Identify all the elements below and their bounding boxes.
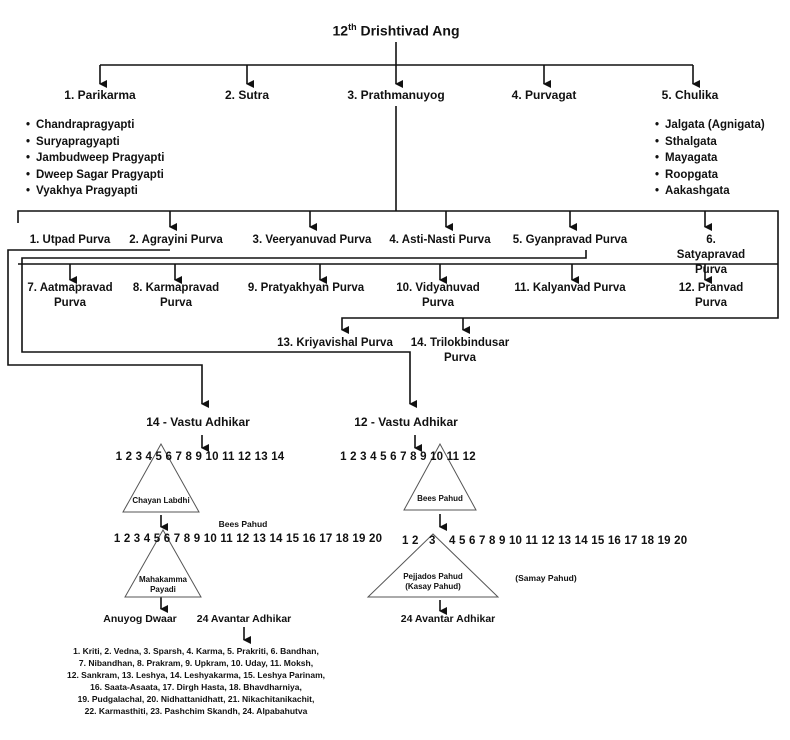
mahakamma-payadi-label: Mahakamma Payadi [138,575,188,594]
purva-12: 12. Pranvad Purva [678,282,744,309]
avantar-line: 7. Nibandhan, 8. Prakram, 9. Upkram, 10.… [78,658,314,668]
purva-14: 14. Trilokbindusar Purva [410,337,510,364]
chayan-labdhi-label: Chayan Labdhi [132,496,190,505]
list-item: Chandrapragyapti [26,117,165,134]
avantar-line: 16. Saata-Asaata, 17. Dirgh Hasta, 18. B… [90,682,302,692]
triangle-pejjados-pahud [366,533,500,598]
purva-3: 3. Veeryanuvad Purva [252,234,372,246]
pejjados-pahud-label: Pejjados Pahud (Kasay Pahud) [403,572,463,591]
purva-5: 5. Gyanpravad Purva [512,234,628,246]
purva-11: 11. Kalyanvad Purva [514,282,626,294]
right-avantar-heading: 24 Avantar Adhikar [400,613,496,625]
left-vastu-numbers: 1 2 3 4 5 6 7 8 9 10 11 12 13 14 [115,451,285,463]
list-item: Mayagata [655,150,765,167]
purva-8: 8. Karmapravad Purva [132,282,220,309]
branch-purvagat: 4. Purvagat [511,88,577,102]
purva-9: 9. Pratyakhyan Purva [247,282,365,294]
triangle-bees-pahud [403,442,477,511]
list-item: Aakashgata [655,183,765,200]
chulika-list: Jalgata (Agnigata) Sthalgata Mayagata Ro… [655,117,765,200]
purva-2: 2. Agrayini Purva [129,234,223,246]
gyanpravad-connector [21,250,587,408]
right-pahud-numbers-a: 1 2 [402,535,419,547]
list-item: Jambudweep Pragyapti [26,150,164,167]
avantar-line: 22. Karmasthiti, 23. Pashchim Skandh, 24… [84,706,308,716]
right-pahud-numbers-c: 4 5 6 7 8 9 10 11 12 13 14 15 16 17 18 1… [449,535,688,547]
anuyog-dwaar-label: Anuyog Dwaar [103,613,177,625]
triangle-chayan-labdhi [122,442,200,513]
left-vastu-heading: 14 - Vastu Adhikar [146,415,250,429]
avantar-list: 1. Kriti, 2. Vedna, 3. Sparsh, 4. Karma,… [67,645,325,717]
diagram-title: 12th Drishtivad Ang [332,22,460,39]
list-item: Dweep Sagar Pragyapti [26,167,165,184]
avantar-line: 1. Kriti, 2. Vedna, 3. Sparsh, 4. Karma,… [73,646,319,656]
purva-7: 7. Aatmapravad Purva [27,282,113,309]
branch-prathmanuyog: 3. Prathmanuyog [347,88,445,102]
list-item: Suryapragyapti [26,134,165,151]
right-bees-pahud-label: Bees Pahud [417,494,463,503]
list-item: Vyakhya Pragyapti [26,183,165,200]
avantar-line: 19. Pudgalachal, 20. Nidhattanidhatt, 21… [77,694,315,704]
purva-frame [17,210,779,334]
purva-10: 10. Vidyanuvad Purva [396,282,480,309]
right-vastu-heading: 12 - Vastu Adhikar [354,415,458,429]
triangle-mahakamma-payadi [124,528,202,598]
purva-6: 6. Satyapravad Purva [676,234,746,276]
list-item: Jalgata (Agnigata) [655,117,765,134]
list-item: Roopgata [655,167,765,184]
left-bees-pahud-label: Bees Pahud [218,519,268,529]
branch-sutra: 2. Sutra [224,88,270,102]
agrayini-connector [7,249,209,408]
parikarma-list: Chandrapragyapti Suryapragyapti Jambudwe… [26,117,165,200]
right-pahud-numbers-b: 3 [429,535,436,547]
samay-pahud-label: (Samay Pahud) [515,573,577,583]
purva-4: 4. Asti-Nasti Purva [389,234,491,246]
right-vastu-numbers: 1 2 3 4 5 6 7 8 9 10 11 12 [340,451,476,463]
purva-13: 13. Kriyavishal Purva [277,337,393,349]
left-pahud-numbers: 1 2 3 4 5 6 7 8 9 10 11 12 13 14 15 16 1… [113,533,383,545]
branch-parikarma: 1. Parikarma [64,88,136,102]
avantar-line: 12. Sankram, 13. Leshya, 14. Leshyakarma… [67,670,325,680]
branch-chulika: 5. Chulika [661,88,719,102]
purva-1: 1. Utpad Purva [29,234,111,246]
left-avantar-heading: 24 Avantar Adhikar [196,613,292,625]
list-item: Sthalgata [655,134,765,151]
